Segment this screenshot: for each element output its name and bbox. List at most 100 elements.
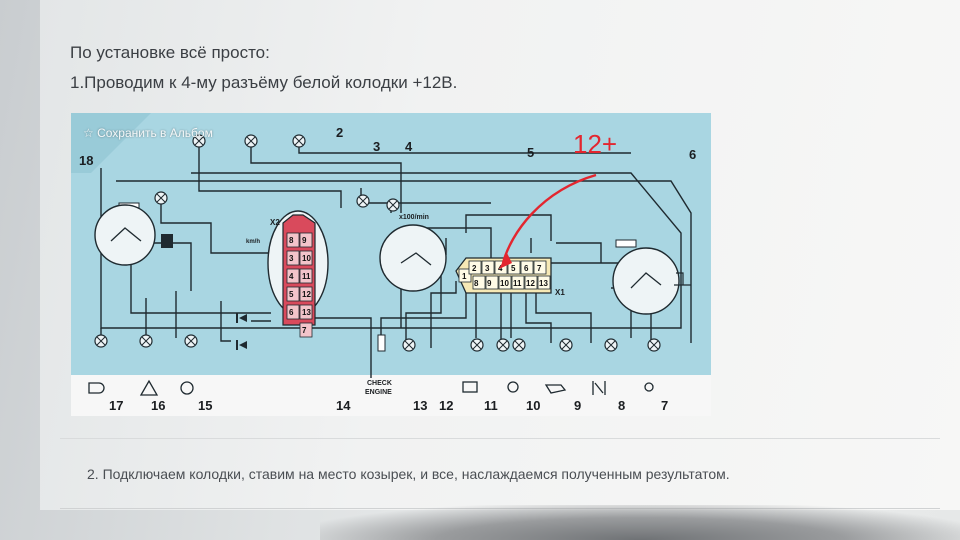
bulb-icon xyxy=(154,191,168,205)
parking-brake-icon xyxy=(507,381,519,393)
bottom-icons xyxy=(88,379,654,396)
brake-icon xyxy=(180,381,194,395)
speed-unit: km/h xyxy=(246,239,260,245)
x2-pin: 4 xyxy=(286,268,300,284)
resistor xyxy=(377,334,386,352)
diodes xyxy=(236,313,247,350)
x1-pin: 13 xyxy=(537,275,551,290)
x2-pin: 9 xyxy=(299,232,313,248)
bulb-icon xyxy=(496,338,510,352)
x2-pin-label: 5 xyxy=(289,290,294,299)
label-16: 16 xyxy=(151,398,165,413)
x1-pin-label: 1 xyxy=(462,272,467,281)
tachometer xyxy=(379,224,447,292)
article-outro: 2. Подключаем колодки, ставим на место к… xyxy=(87,466,730,482)
x2-pin-label: 12 xyxy=(302,290,311,299)
x1-pin-label: 13 xyxy=(539,279,548,288)
intro-line-1: По установке всё просто: xyxy=(70,43,270,62)
bulb-icon xyxy=(604,338,618,352)
x1-pin: 9 xyxy=(485,275,499,290)
x1-pin-label: 5 xyxy=(511,264,516,273)
rpm-unit: x100/min xyxy=(399,214,429,221)
x2-pin-label: 3 xyxy=(289,254,294,263)
x1-pin: 1 xyxy=(458,268,472,283)
x1-pin-label: 6 xyxy=(524,264,529,273)
x1-pin: 2 xyxy=(468,260,482,275)
x1-label: X1 xyxy=(555,288,565,297)
x2-pin: 7 xyxy=(299,322,313,338)
bulb-icon xyxy=(647,338,661,352)
label-6: 6 xyxy=(689,147,696,162)
x1-pin: 7 xyxy=(533,260,547,275)
coolant-icon xyxy=(674,272,691,286)
x1-pin-label: 10 xyxy=(500,279,509,288)
x1-pin-label: 4 xyxy=(498,264,503,273)
label-4: 4 xyxy=(405,139,413,154)
x2-pin: 3 xyxy=(286,250,300,266)
indicator-lamps xyxy=(94,134,661,352)
bulb-icon xyxy=(356,194,370,208)
x1-pin-label: 9 xyxy=(487,279,492,288)
label-11: 11 xyxy=(484,398,498,413)
x1-pin-label: 3 xyxy=(485,264,490,273)
resistor xyxy=(615,239,637,248)
diagram-label-strip xyxy=(71,375,711,416)
label-12: 12 xyxy=(439,398,453,413)
x2-pin: 5 xyxy=(286,286,300,302)
bulb-icon xyxy=(512,338,526,352)
x2-pin: 8 xyxy=(286,232,300,248)
x1-pin-label: 11 xyxy=(513,279,522,288)
x2-pin: 11 xyxy=(299,268,313,284)
oil-pressure-icon xyxy=(544,384,567,394)
bulb-icon xyxy=(192,134,206,148)
check-engine-line1: CHECK xyxy=(367,380,392,387)
x1-pin: 11 xyxy=(511,275,525,290)
x1-pin-label: 12 xyxy=(526,279,535,288)
x1-pin: 10 xyxy=(498,275,512,290)
wires xyxy=(100,138,692,378)
hazard-icon xyxy=(139,379,159,396)
battery-icon xyxy=(462,381,478,393)
x2-pin: 13 xyxy=(299,304,313,320)
bulb-icon xyxy=(244,134,258,148)
bulb-icon xyxy=(559,338,573,352)
label-5: 5 xyxy=(527,145,534,160)
x2-pin: 6 xyxy=(286,304,300,320)
temperature-gauge xyxy=(612,247,691,315)
x1-pin: 6 xyxy=(520,260,534,275)
article-intro: По установке всё просто: 1.Проводим к 4-… xyxy=(70,38,457,98)
save-to-album-button[interactable]: ☆ Сохранить в Альбом xyxy=(83,126,213,140)
bulb-icon xyxy=(470,338,484,352)
x1-pin: 12 xyxy=(524,275,538,290)
intro-line-2: 1.Проводим к 4-му разъёму белой колодки … xyxy=(70,73,458,92)
x2-pin-label: 7 xyxy=(302,326,307,335)
x2-pin: 12 xyxy=(299,286,313,302)
label-18: 18 xyxy=(79,153,93,168)
plus-12v-label: 12+ xyxy=(573,129,617,159)
fuel-gauge xyxy=(94,204,173,266)
divider xyxy=(60,438,940,439)
x2-pin-label: 11 xyxy=(302,272,311,281)
x2-pin-label: 4 xyxy=(289,272,294,281)
x1-pin: 3 xyxy=(481,260,495,275)
label-14: 14 xyxy=(336,398,351,413)
bulb-icon xyxy=(386,198,400,212)
choke-icon xyxy=(592,381,606,395)
bulb-icon xyxy=(292,134,306,148)
x1-pin: 5 xyxy=(507,260,521,275)
check-engine-line2: ENGINE xyxy=(365,389,392,396)
headlight-icon xyxy=(88,382,105,394)
x2-pin-label: 9 xyxy=(302,236,307,245)
x2-label: X2 xyxy=(270,218,280,227)
label-9: 9 xyxy=(574,398,581,413)
handwritten-annotation: 12+ xyxy=(499,129,617,269)
x2-pin: 10 xyxy=(299,250,313,266)
x1-pin-label: 7 xyxy=(537,264,542,273)
label-10: 10 xyxy=(526,398,540,413)
lights-on-icon xyxy=(644,382,654,392)
x1-pin-label: 8 xyxy=(474,279,479,288)
